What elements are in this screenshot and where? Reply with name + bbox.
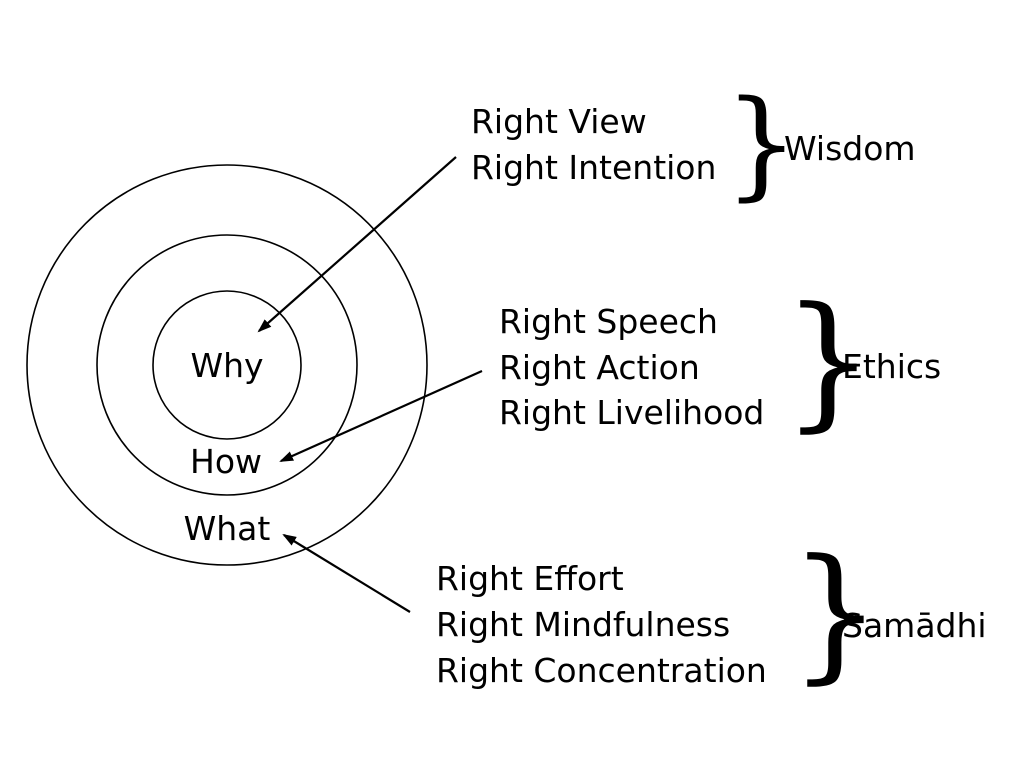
group-samadhi: Right Effort Right Mindfulness Right Con…: [436, 528, 987, 698]
item-right-intention: Right Intention: [471, 148, 716, 187]
item-right-effort: Right Effort: [436, 559, 624, 598]
arrow-wisdom-to-why: [257, 156, 457, 333]
item-right-speech: Right Speech: [499, 302, 718, 341]
brace-ethics: }: [782, 276, 875, 446]
item-right-concentration: Right Concentration: [436, 651, 767, 690]
group-label-wisdom: Wisdom: [784, 129, 916, 168]
group-label-samadhi: Samādhi: [842, 606, 987, 645]
item-right-view: Right View: [471, 102, 647, 141]
inner-ring: [152, 290, 302, 440]
brace-samadhi: }: [789, 528, 882, 698]
item-right-action: Right Action: [499, 348, 700, 387]
ring-label-why: Why: [190, 346, 263, 385]
brace-wisdom: }: [724, 74, 799, 212]
group-wisdom: Right View Right Intention } Wisdom: [471, 74, 916, 212]
ring-label-what: What: [184, 509, 271, 548]
item-right-mindfulness: Right Mindfulness: [436, 605, 730, 644]
group-label-ethics: Ethics: [842, 347, 941, 386]
middle-ring: [96, 234, 358, 496]
item-right-livelihood: Right Livelihood: [499, 393, 764, 432]
arrow-samadhi-to-what: [282, 533, 411, 613]
ring-label-how: How: [190, 442, 262, 481]
group-ethics: Right Speech Right Action Right Liveliho…: [499, 276, 941, 446]
outer-ring: [26, 164, 428, 566]
arrow-ethics-to-how: [279, 369, 483, 463]
